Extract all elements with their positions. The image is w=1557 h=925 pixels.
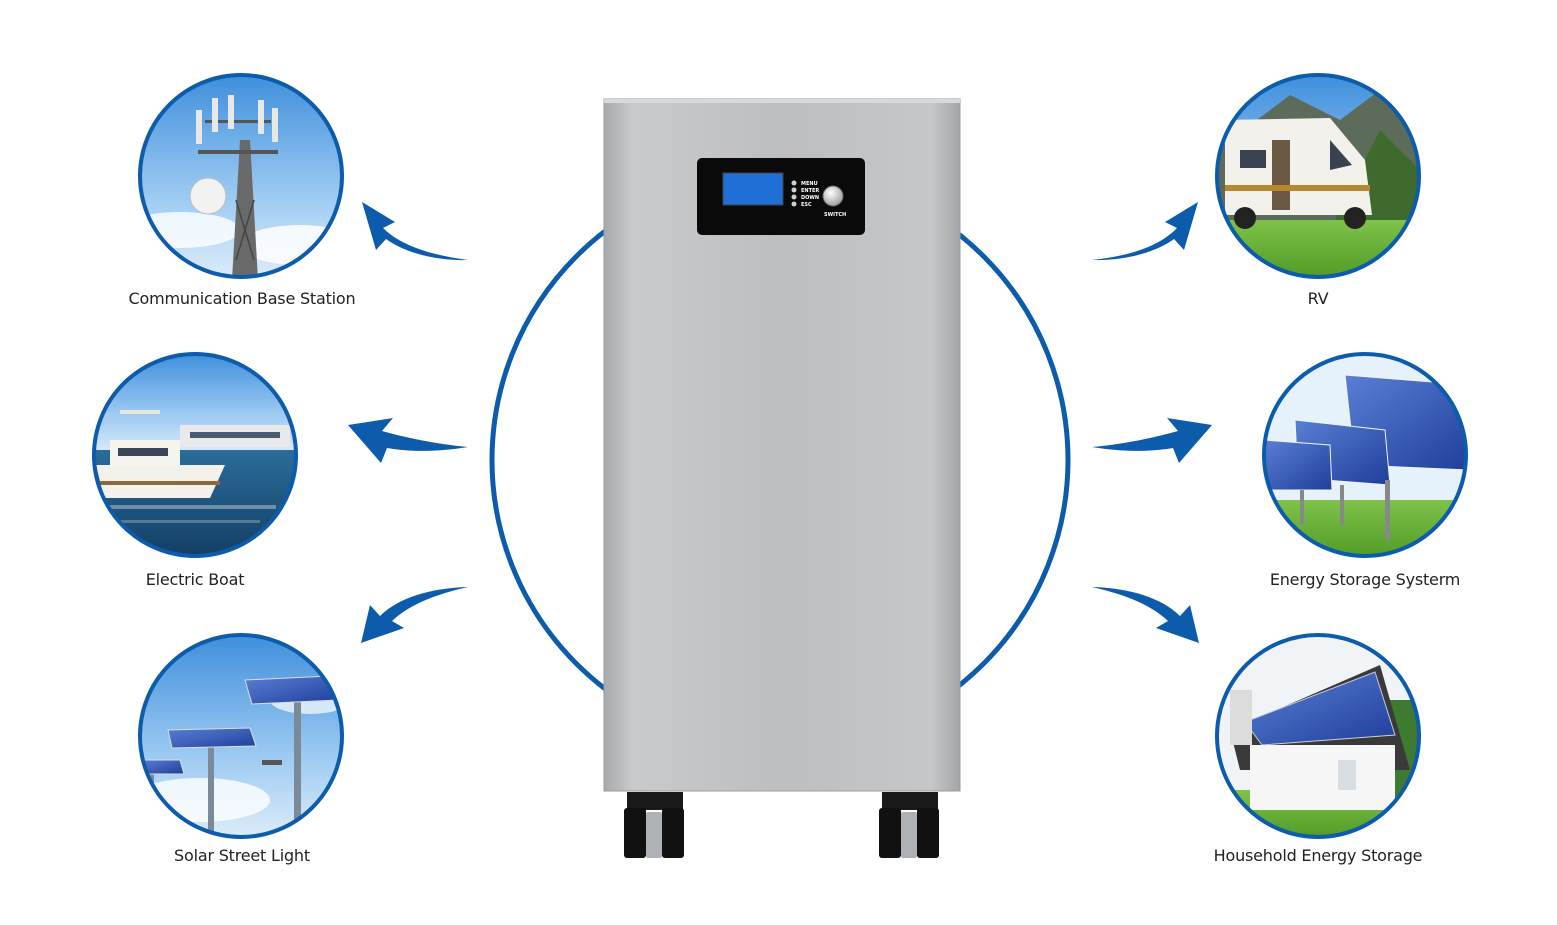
arrow-to-communication-base-station [362,202,468,261]
left-caster-wheel [624,792,684,858]
communication-base-station-image [138,73,344,279]
arrow-to-solar-street-light [361,587,468,643]
solar-street-light-image [138,633,344,839]
power-switch-knob [822,185,844,207]
down-button-label: DOWN [801,195,819,201]
arrow-to-rv [1092,202,1198,261]
enter-button-label: ENTER [801,188,819,194]
label-energy-storage-system: Energy Storage Systerm [1269,570,1461,589]
arrow-to-energy-storage-system [1092,418,1212,463]
arrow-to-household-energy-storage [1092,587,1199,643]
household-energy-storage-image [1215,633,1421,839]
label-household-energy-storage: Household Energy Storage [1213,846,1423,865]
right-caster-wheel [879,792,939,858]
label-solar-street-light: Solar Street Light [174,846,310,865]
electric-boat-image [92,352,298,558]
label-rv: RV [1307,289,1329,308]
energy-storage-system-image [1262,352,1468,558]
arrow-to-electric-boat [348,418,468,463]
esc-button-label: ESC [801,202,812,208]
lcd-screen [722,172,784,206]
rv-image [1215,73,1421,279]
menu-button-label: MENU [801,181,818,187]
battery-cabinet [603,98,961,858]
switch-label: SWITCH [824,212,846,218]
label-electric-boat: Electric Boat [145,570,245,589]
label-communication-base-station: Communication Base Station [128,289,356,308]
